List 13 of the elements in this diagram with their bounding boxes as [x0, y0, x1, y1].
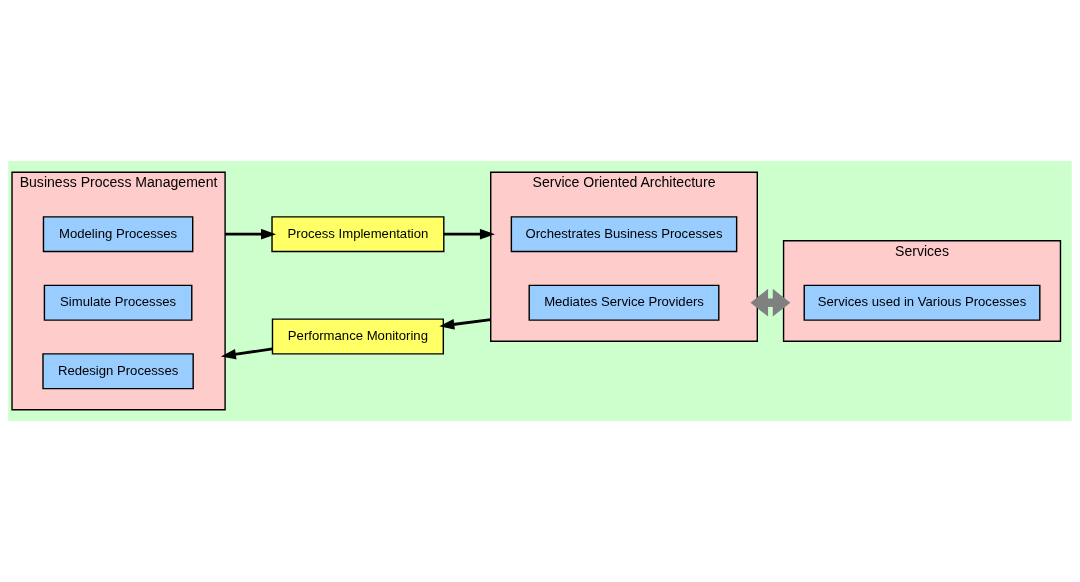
- node-box: Redesign Processes: [42, 353, 194, 390]
- arrow: [220, 347, 273, 360]
- node-box: Performance Monitoring: [271, 318, 445, 355]
- node-box: Modeling Processes: [42, 216, 194, 253]
- node-box: Process Implementation: [271, 216, 445, 253]
- arrow: [225, 228, 277, 240]
- node-box: Mediates Service Providers: [528, 284, 720, 321]
- arrow: [443, 228, 495, 240]
- arrow: [439, 318, 491, 330]
- arrow: [750, 288, 791, 317]
- node-box: Simulate Processes: [43, 284, 193, 321]
- node-box: Services used in Various Processes: [803, 284, 1041, 321]
- node-box: Orchestrates Business Processes: [510, 216, 738, 253]
